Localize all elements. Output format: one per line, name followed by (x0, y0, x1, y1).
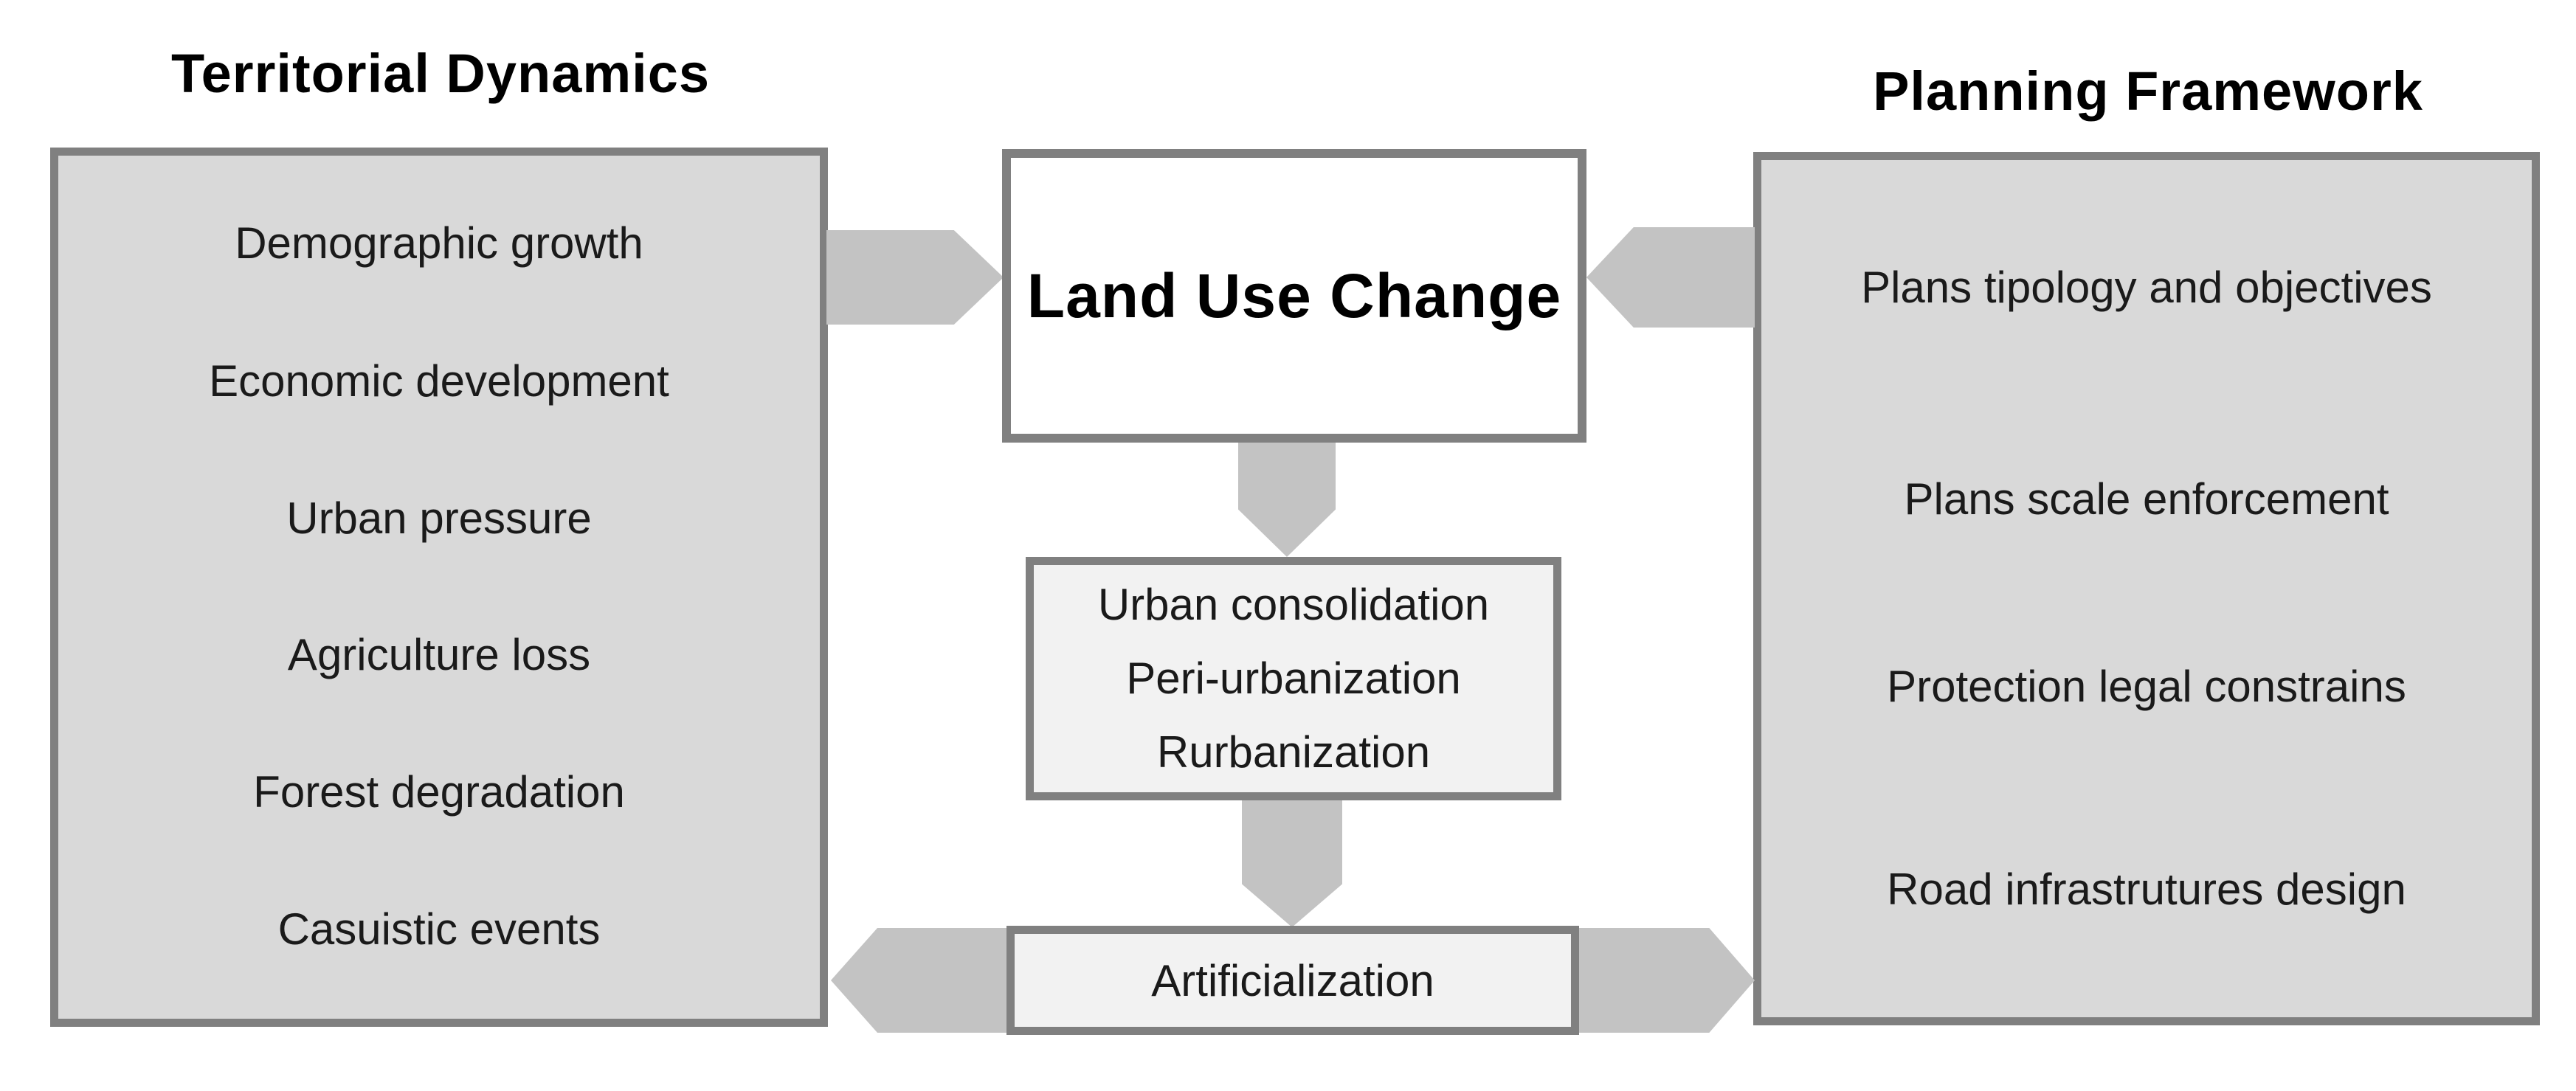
panel-item: Plans tipology and objectives (1861, 263, 2432, 312)
artificialization-box: Artificialization (1006, 926, 1579, 1035)
arrow-artificialization-to-left-panel (831, 928, 1033, 1033)
panel-item: Plans scale enforcement (1904, 474, 2389, 524)
land-use-change-box: Land Use Change (1002, 149, 1586, 443)
right-column-title: Planning Framework (1873, 60, 2423, 122)
left-column-title: Territorial Dynamics (170, 43, 711, 104)
process-line: Peri-urbanization (1126, 654, 1461, 703)
planning-framework-panel: Plans tipology and objectives Plans scal… (1753, 152, 2540, 1025)
artificialization-label: Artificialization (1151, 955, 1434, 1005)
arrow-right-panel-to-center (1586, 227, 1755, 328)
panel-item: Agriculture loss (287, 630, 591, 679)
process-line: Urban consolidation (1097, 580, 1490, 629)
urbanization-process-box: Urban consolidation Peri-urbanization Ru… (1026, 557, 1561, 800)
panel-item: Demographic growth (235, 218, 643, 268)
panel-item: Road infrastrutures design (1887, 865, 2406, 914)
arrow-process-to-artificialization (1242, 800, 1342, 927)
arrow-left-panel-to-center (826, 230, 1004, 325)
panel-item: Casuistic events (277, 904, 601, 954)
arrow-center-to-process (1238, 441, 1336, 557)
land-use-change-label: Land Use Change (1026, 260, 1562, 330)
panel-item: Forest degradation (253, 767, 625, 817)
panel-item: Protection legal constrains (1887, 662, 2406, 711)
arrow-artificialization-to-right-panel (1557, 928, 1755, 1033)
panel-item: Urban pressure (286, 493, 592, 543)
territorial-dynamics-panel: Demographic growth Economic development … (50, 148, 828, 1027)
panel-item: Economic development (209, 356, 669, 406)
process-line: Rurbanization (1156, 727, 1431, 777)
